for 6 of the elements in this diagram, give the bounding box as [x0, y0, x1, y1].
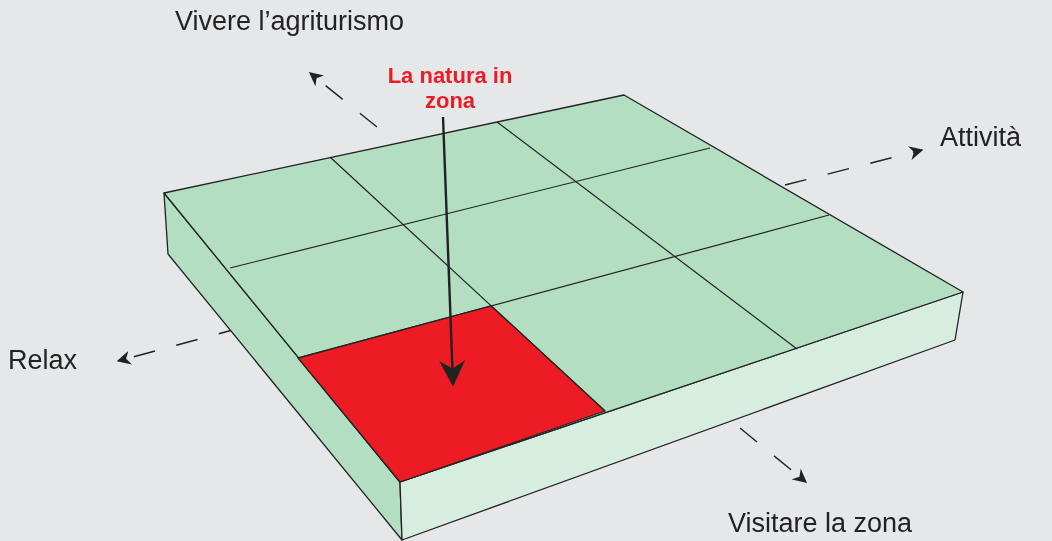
axis-label: Vivere l’agriturismo: [175, 6, 405, 37]
axis-label: Visitare la zona: [728, 508, 913, 539]
callout-text: La natura in zona: [380, 63, 520, 113]
highlighted-tile: [297, 305, 606, 483]
axis-label: Attività: [940, 122, 1022, 153]
axis-label: Relax: [8, 345, 78, 376]
